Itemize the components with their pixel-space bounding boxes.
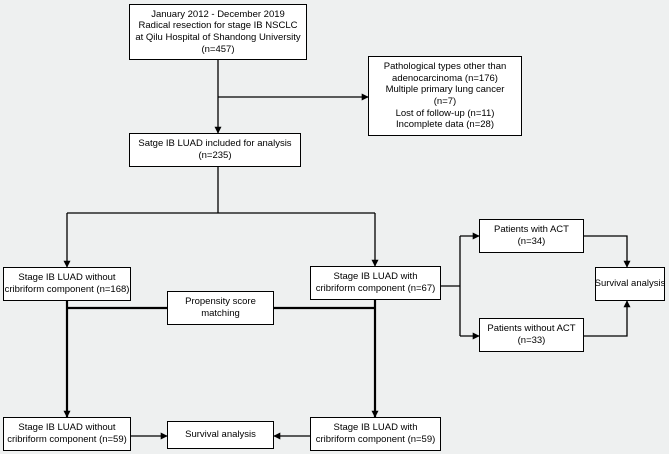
survival-matched-line: Survival analysis xyxy=(185,429,256,441)
arrow-with-act-to-survival xyxy=(584,235,631,268)
exclusion-line: Lost of follow-up (n=11) xyxy=(395,107,495,119)
included-box: Satge IB LUAD included for analysis(n=23… xyxy=(129,133,301,167)
survival-act-line: Survival analysis xyxy=(594,278,666,290)
with-cribriform-line: cribriform component (n=67) xyxy=(315,283,436,294)
arrow-without-act-to-survival xyxy=(584,300,631,337)
matched-with-line: cribriform component (n=59) xyxy=(315,434,436,445)
matched-without-line: cribriform component (n=59) xyxy=(7,434,127,445)
with-act-line: (n=34) xyxy=(517,236,546,247)
with-cribriform-line: Stage IB LUAD with xyxy=(333,271,418,283)
psm-line: matching xyxy=(201,308,240,319)
enrollment-line: Radical resection for stage IB NSCLC xyxy=(138,20,298,32)
with-act-box: Patients with ACT(n=34) xyxy=(479,219,584,253)
exclusion-line: Incomplete data (n=28) xyxy=(396,119,494,131)
without-act-line: (n=33) xyxy=(517,335,546,346)
survival-analysis-matched-box: Survival analysis xyxy=(167,421,274,449)
with-act-line: Patients with ACT xyxy=(494,224,569,236)
survival-analysis-act-box: Survival analysis xyxy=(595,267,665,301)
psm-line: Propensity score xyxy=(185,296,256,308)
exclusion-line: adenocarcinoma (n=176) xyxy=(392,72,498,84)
without-act-box: Patients without ACT(n=33) xyxy=(479,318,584,352)
enrollment-line: at Qilu Hospital of Shandong University xyxy=(135,32,301,43)
without-act-line: Patients without ACT xyxy=(487,323,576,335)
without-cribriform-line: Stage IB LUAD without xyxy=(18,272,116,284)
included-line: Satge IB LUAD included for analysis xyxy=(138,138,292,150)
enrollment-line: (n=457) xyxy=(201,43,235,55)
split-line-act xyxy=(441,236,461,336)
exclusion-line: Multiple primary lung cancer xyxy=(385,84,505,96)
matched-without-line: Stage IB LUAD without xyxy=(18,422,116,434)
enrollment-line: January 2012 - December 2019 xyxy=(151,8,285,20)
exclusion-line: (n=7) xyxy=(433,96,457,107)
included-line: (n=235) xyxy=(198,150,232,161)
matched-with-line: Stage IB LUAD with xyxy=(333,422,418,434)
exclusion-line: Pathological types other than xyxy=(383,61,507,73)
split-line-cohort xyxy=(67,167,375,214)
without-cribriform-line: cribriform component (n=168) xyxy=(4,284,130,295)
